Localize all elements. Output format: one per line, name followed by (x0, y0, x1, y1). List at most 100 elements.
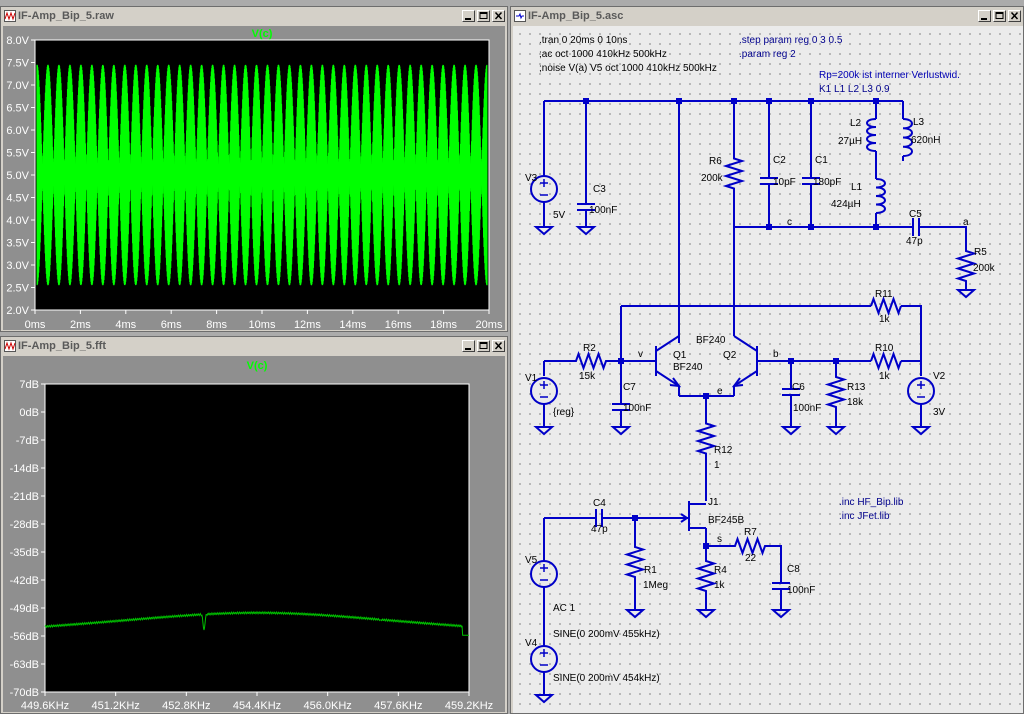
voltage-source-v3[interactable] (530, 175, 558, 203)
schematic-label: R11 (875, 289, 893, 300)
wire (766, 545, 782, 566)
wires (543, 98, 967, 691)
maximize-button[interactable] (477, 339, 490, 352)
maximize-button[interactable] (993, 9, 1006, 22)
y-tick-label: 8.0V (6, 35, 29, 47)
y-tick-label: -63dB (10, 659, 39, 671)
schematic-canvas[interactable]: .tran 0 20ms 0 10ns;ac oct 1000 410kHz 5… (513, 26, 1023, 713)
capacitor-c2[interactable] (760, 156, 778, 206)
maximize-button[interactable] (477, 9, 490, 22)
schematic-label: 47p (591, 524, 608, 535)
resistor-r13[interactable] (824, 361, 848, 423)
schematic-label: 180pF (813, 177, 841, 188)
y-tick-label: 5.5V (6, 148, 29, 160)
resistor-r6[interactable] (722, 151, 746, 196)
resistor-r7[interactable] (734, 536, 766, 556)
x-tick-label: 2ms (70, 319, 91, 330)
schematic-window[interactable]: IF-Amp_Bip_5.asc .tran 0 20ms 0 10ns;ac … (510, 6, 1024, 714)
close-button[interactable] (492, 339, 505, 352)
capacitor-c6[interactable] (782, 361, 800, 423)
schematic-label: V2 (933, 371, 946, 382)
jfet-j1[interactable] (688, 501, 706, 531)
schematic-label: Q2 (723, 350, 737, 361)
voltage-source-v1[interactable] (530, 377, 558, 405)
y-tick-label: -28dB (10, 519, 39, 531)
resistor-r10[interactable] (870, 351, 902, 371)
polarity-icon (917, 381, 925, 398)
y-tick-label: 7dB (19, 379, 39, 391)
capacitor-c8[interactable] (772, 566, 790, 606)
junction-dot (583, 98, 589, 104)
step-directive: .step param reg 0 3 0.5 (739, 35, 843, 46)
x-tick-label: 452.8KHz (162, 700, 210, 712)
schematic-label: L3 (913, 117, 925, 128)
inductor-l1[interactable] (875, 178, 886, 214)
resistor-r11[interactable] (870, 296, 902, 316)
include-directive: .inc HF_Bip.lib (839, 497, 904, 508)
net-label-a: a (963, 217, 969, 228)
y-tick-label: 5.0V (6, 170, 29, 182)
minimize-button[interactable] (978, 9, 991, 22)
schematic-drawing[interactable]: .tran 0 20ms 0 10ns;ac oct 1000 410kHz 5… (513, 26, 1023, 713)
junction-dot (873, 224, 879, 230)
emitter-arrow-icon (731, 377, 744, 388)
waveform-plot[interactable]: V(c)8.0V7.5V7.0V6.5V6.0V5.5V5.0V4.5V4.0V… (3, 26, 505, 330)
plot-background[interactable] (44, 383, 470, 693)
net-label-c: c (787, 217, 792, 228)
schematic-label: C5 (909, 209, 922, 220)
capacitor-c5[interactable] (901, 218, 931, 236)
resistor-r12[interactable] (694, 396, 718, 481)
resistor-r5[interactable] (954, 246, 978, 286)
junction-dot (873, 98, 879, 104)
schematic-label: 3V (933, 407, 946, 418)
inductor-l2[interactable] (866, 118, 877, 152)
schematic-label: 18k (847, 397, 864, 408)
noise-directive: ;noise V(a) V5 oct 1000 410kHz 500kHz (539, 63, 717, 74)
trace-label[interactable]: V(c) (252, 28, 273, 40)
waveform-trace (36, 64, 488, 286)
voltage-source-v5[interactable] (530, 560, 558, 588)
resistor-r4[interactable] (694, 546, 718, 606)
junction-dot (676, 98, 682, 104)
junction-dot (618, 358, 624, 364)
resistor-r1[interactable] (623, 518, 647, 606)
fft-plot[interactable]: V(c)7dB0dB-7dB-14dB-21dB-28dB-35dB-42dB-… (3, 356, 505, 712)
schematic-label: C4 (593, 498, 606, 509)
schematic-label: BF240 (696, 335, 726, 346)
schematic-label: C7 (623, 382, 636, 393)
ground-icon (695, 606, 717, 619)
schematic-label: R4 (714, 565, 727, 576)
waveform-titlebar[interactable]: IF-Amp_Bip_5.raw (1, 7, 507, 24)
voltage-source-v2[interactable] (907, 377, 935, 405)
capacitor-c3[interactable] (577, 191, 595, 223)
voltage-source-v4[interactable] (530, 645, 558, 673)
schematic-label: BF240 (673, 362, 703, 373)
x-tick-label: 10ms (249, 319, 276, 330)
close-button[interactable] (1008, 9, 1021, 22)
inductor-l3[interactable] (902, 118, 913, 157)
schematic-label: R13 (847, 382, 866, 393)
schematic-label: Q1 (673, 350, 687, 361)
capacitor-c4[interactable] (587, 509, 611, 527)
fft-titlebar[interactable]: IF-Amp_Bip_5.fft (1, 337, 507, 354)
resistor-r2[interactable] (573, 351, 609, 371)
schematic-label: L2 (850, 118, 862, 129)
ground-icon (910, 423, 932, 436)
close-button[interactable] (492, 9, 505, 22)
y-tick-label: 6.5V (6, 103, 29, 115)
minimize-button[interactable] (462, 339, 475, 352)
capacitor-c1[interactable] (802, 156, 820, 206)
minimize-button[interactable] (462, 9, 475, 22)
schematic-titlebar[interactable]: IF-Amp_Bip_5.asc (511, 7, 1023, 24)
trace-label[interactable]: V(c) (247, 360, 268, 372)
schematic-label: V4 (525, 638, 538, 649)
capacitor-c7[interactable] (612, 391, 630, 423)
fft-window-title: IF-Amp_Bip_5.fft (18, 339, 106, 352)
x-tick-label: 459.2KHz (445, 700, 493, 712)
transistor-q2[interactable] (733, 335, 758, 396)
schematic-label: 100nF (623, 403, 651, 414)
